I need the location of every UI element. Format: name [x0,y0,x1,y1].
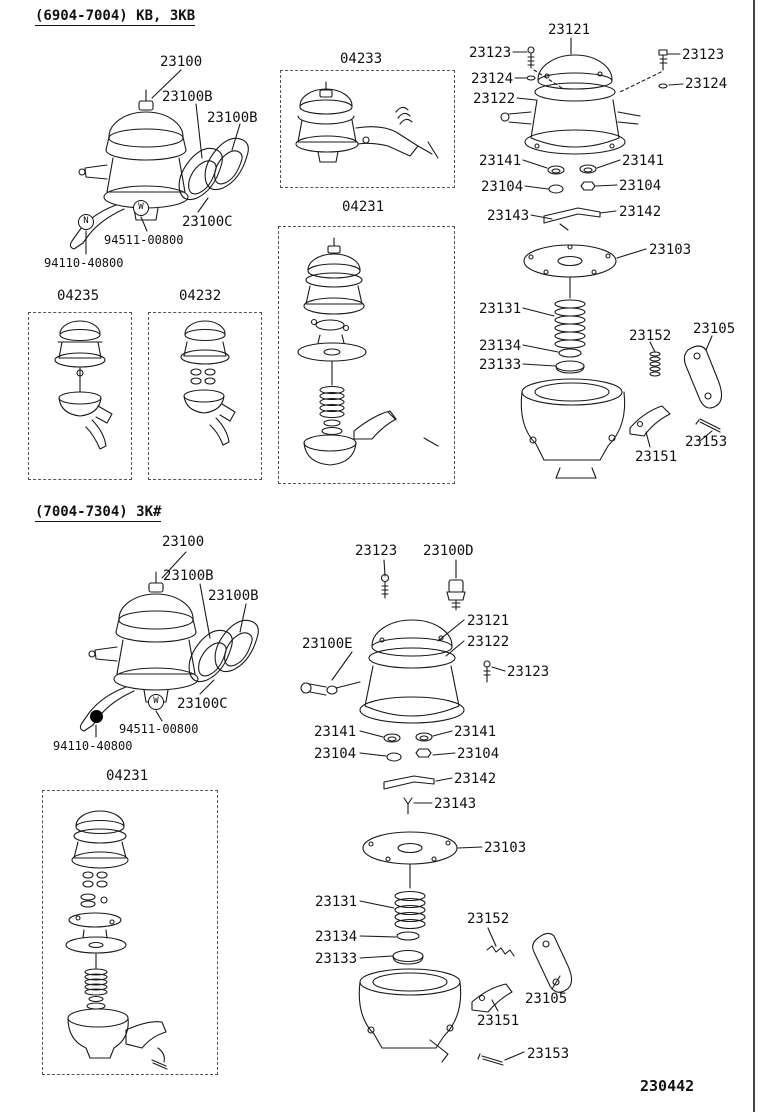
w-marker-icon: W [133,200,149,216]
label-23122: 23122 [467,634,510,650]
label-23105: 23105 [525,991,568,1007]
label-23123: 23123 [469,45,512,61]
kit-box-04231-s1 [278,226,455,484]
kit-box-04231-s2 [42,790,218,1075]
n-marker-icon: N [78,214,94,230]
label-23105: 23105 [693,321,736,337]
label-23104: 23104 [314,746,357,762]
s1-left-pump-drawing [69,69,249,255]
s2-left-pump-drawing [79,551,259,738]
s1-box-04233-drawing [295,81,439,163]
label-23104: 23104 [457,746,500,762]
label-23103: 23103 [649,242,692,258]
label-23100B: 23100B [208,588,259,604]
label-23100C: 23100C [182,214,233,230]
kit-box-04233 [280,70,455,188]
w-marker-icon: W [148,694,164,710]
label-23151: 23151 [635,449,678,465]
kit-box-04232 [148,312,262,480]
label-23153: 23153 [527,1046,570,1062]
label-23100B: 23100B [162,89,213,105]
label-23123: 23123 [507,664,550,680]
label-04235: 04235 [57,288,100,304]
label-23100: 23100 [160,54,203,70]
label-23134: 23134 [315,929,358,945]
label-04232: 04232 [179,288,222,304]
label-23142: 23142 [454,771,497,787]
label-23152: 23152 [467,911,510,927]
label-23124: 23124 [471,71,514,87]
label-23131: 23131 [479,301,522,317]
label-04233: 04233 [340,51,383,67]
label-23104: 23104 [481,179,524,195]
label-23124: 23124 [685,76,728,92]
label-23134: 23134 [479,338,522,354]
s1-box-04231-drawing [297,237,439,466]
label-23121: 23121 [548,22,591,38]
label-23100B: 23100B [207,110,258,126]
label-23133: 23133 [315,951,358,967]
dot-marker-icon [90,710,103,723]
label-23152: 23152 [629,328,672,344]
label-23100: 23100 [162,534,205,550]
label-23151: 23151 [477,1013,520,1029]
kit-box-04235 [28,312,132,480]
s2-exploded-pump-drawing [300,559,573,1066]
label-94511-00800: 94511-00800 [119,722,199,736]
label-23103: 23103 [484,840,527,856]
section1-title: (6904-7004) KB, 3KB [35,8,196,26]
label-94110-40800: 94110-40800 [53,739,133,753]
label-23131: 23131 [315,894,358,910]
section2-title: (7004-7304) 3K# [35,504,162,522]
label-23122: 23122 [473,91,516,107]
label-23100B: 23100B [163,568,214,584]
label-23121: 23121 [467,613,510,629]
s1-box-04232-drawing [180,320,236,446]
s1-exploded-pump-drawing [500,37,723,479]
label-23133: 23133 [479,357,522,373]
label-23143: 23143 [434,796,477,812]
label-04231: 04231 [342,199,385,215]
label-23100C: 23100C [177,696,228,712]
label-23153: 23153 [685,434,728,450]
label-23100D: 23100D [423,543,474,559]
figure-number: 230442 [640,1077,695,1095]
s1-box-04235-drawing [54,320,113,450]
label-23141: 23141 [479,153,522,169]
label-94511-00800: 94511-00800 [104,233,184,247]
label-23123: 23123 [355,543,398,559]
label-23104: 23104 [619,178,662,194]
label-23141: 23141 [622,153,665,169]
label-23141: 23141 [454,724,497,740]
label-23123: 23123 [682,47,725,63]
label-23100E: 23100E [302,636,353,652]
s2-box-04231-drawing [65,810,168,1070]
label-23143: 23143 [487,208,530,224]
label-23142: 23142 [619,204,662,220]
label-94110-40800: 94110-40800 [44,256,124,270]
label-23141: 23141 [314,724,357,740]
label-04231: 04231 [106,768,149,784]
